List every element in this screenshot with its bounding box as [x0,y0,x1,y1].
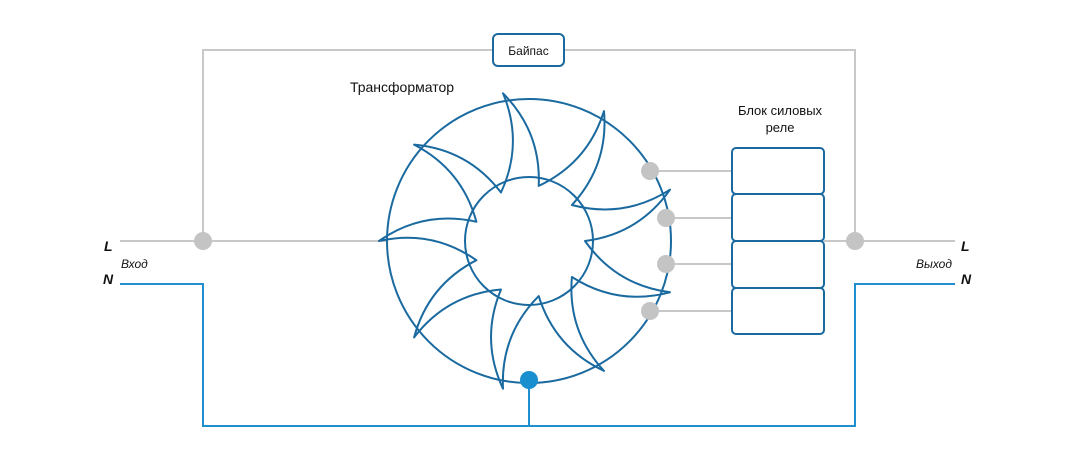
bypass-box [492,33,565,67]
neutral-output-label: N [961,271,972,287]
transformer [378,92,672,390]
toroid-inner-ring [464,176,594,306]
relay-block-label-line2: реле [766,120,795,135]
bypass-input-node [194,232,212,250]
relay-1 [731,147,825,195]
line-input-label: L [104,238,113,254]
winding-tap-node-2 [657,209,675,227]
relay-4 [731,287,825,335]
bypass-wire [202,49,493,241]
relay-block [731,147,825,335]
winding-tap-node-1 [641,162,659,180]
winding-tap-node-3 [657,255,675,273]
toroid-winding [378,92,671,390]
relay-3 [731,240,825,289]
neutral-node [520,371,538,389]
bypass-label: Байпас [508,44,548,58]
relay-2 [731,193,825,242]
relay-block-label-line1: Блок силовых [738,103,823,118]
bypass-wire-right [564,49,856,241]
output-label: Выход [916,257,952,271]
toroid-outer-ring [386,98,672,384]
input-label: Вход [121,257,148,271]
line-output-label: L [961,238,970,254]
winding-tap-node-4 [641,302,659,320]
neutral-input-label: N [103,271,114,287]
transformer-label: Трансформатор [350,79,454,95]
bypass-output-node [846,232,864,250]
